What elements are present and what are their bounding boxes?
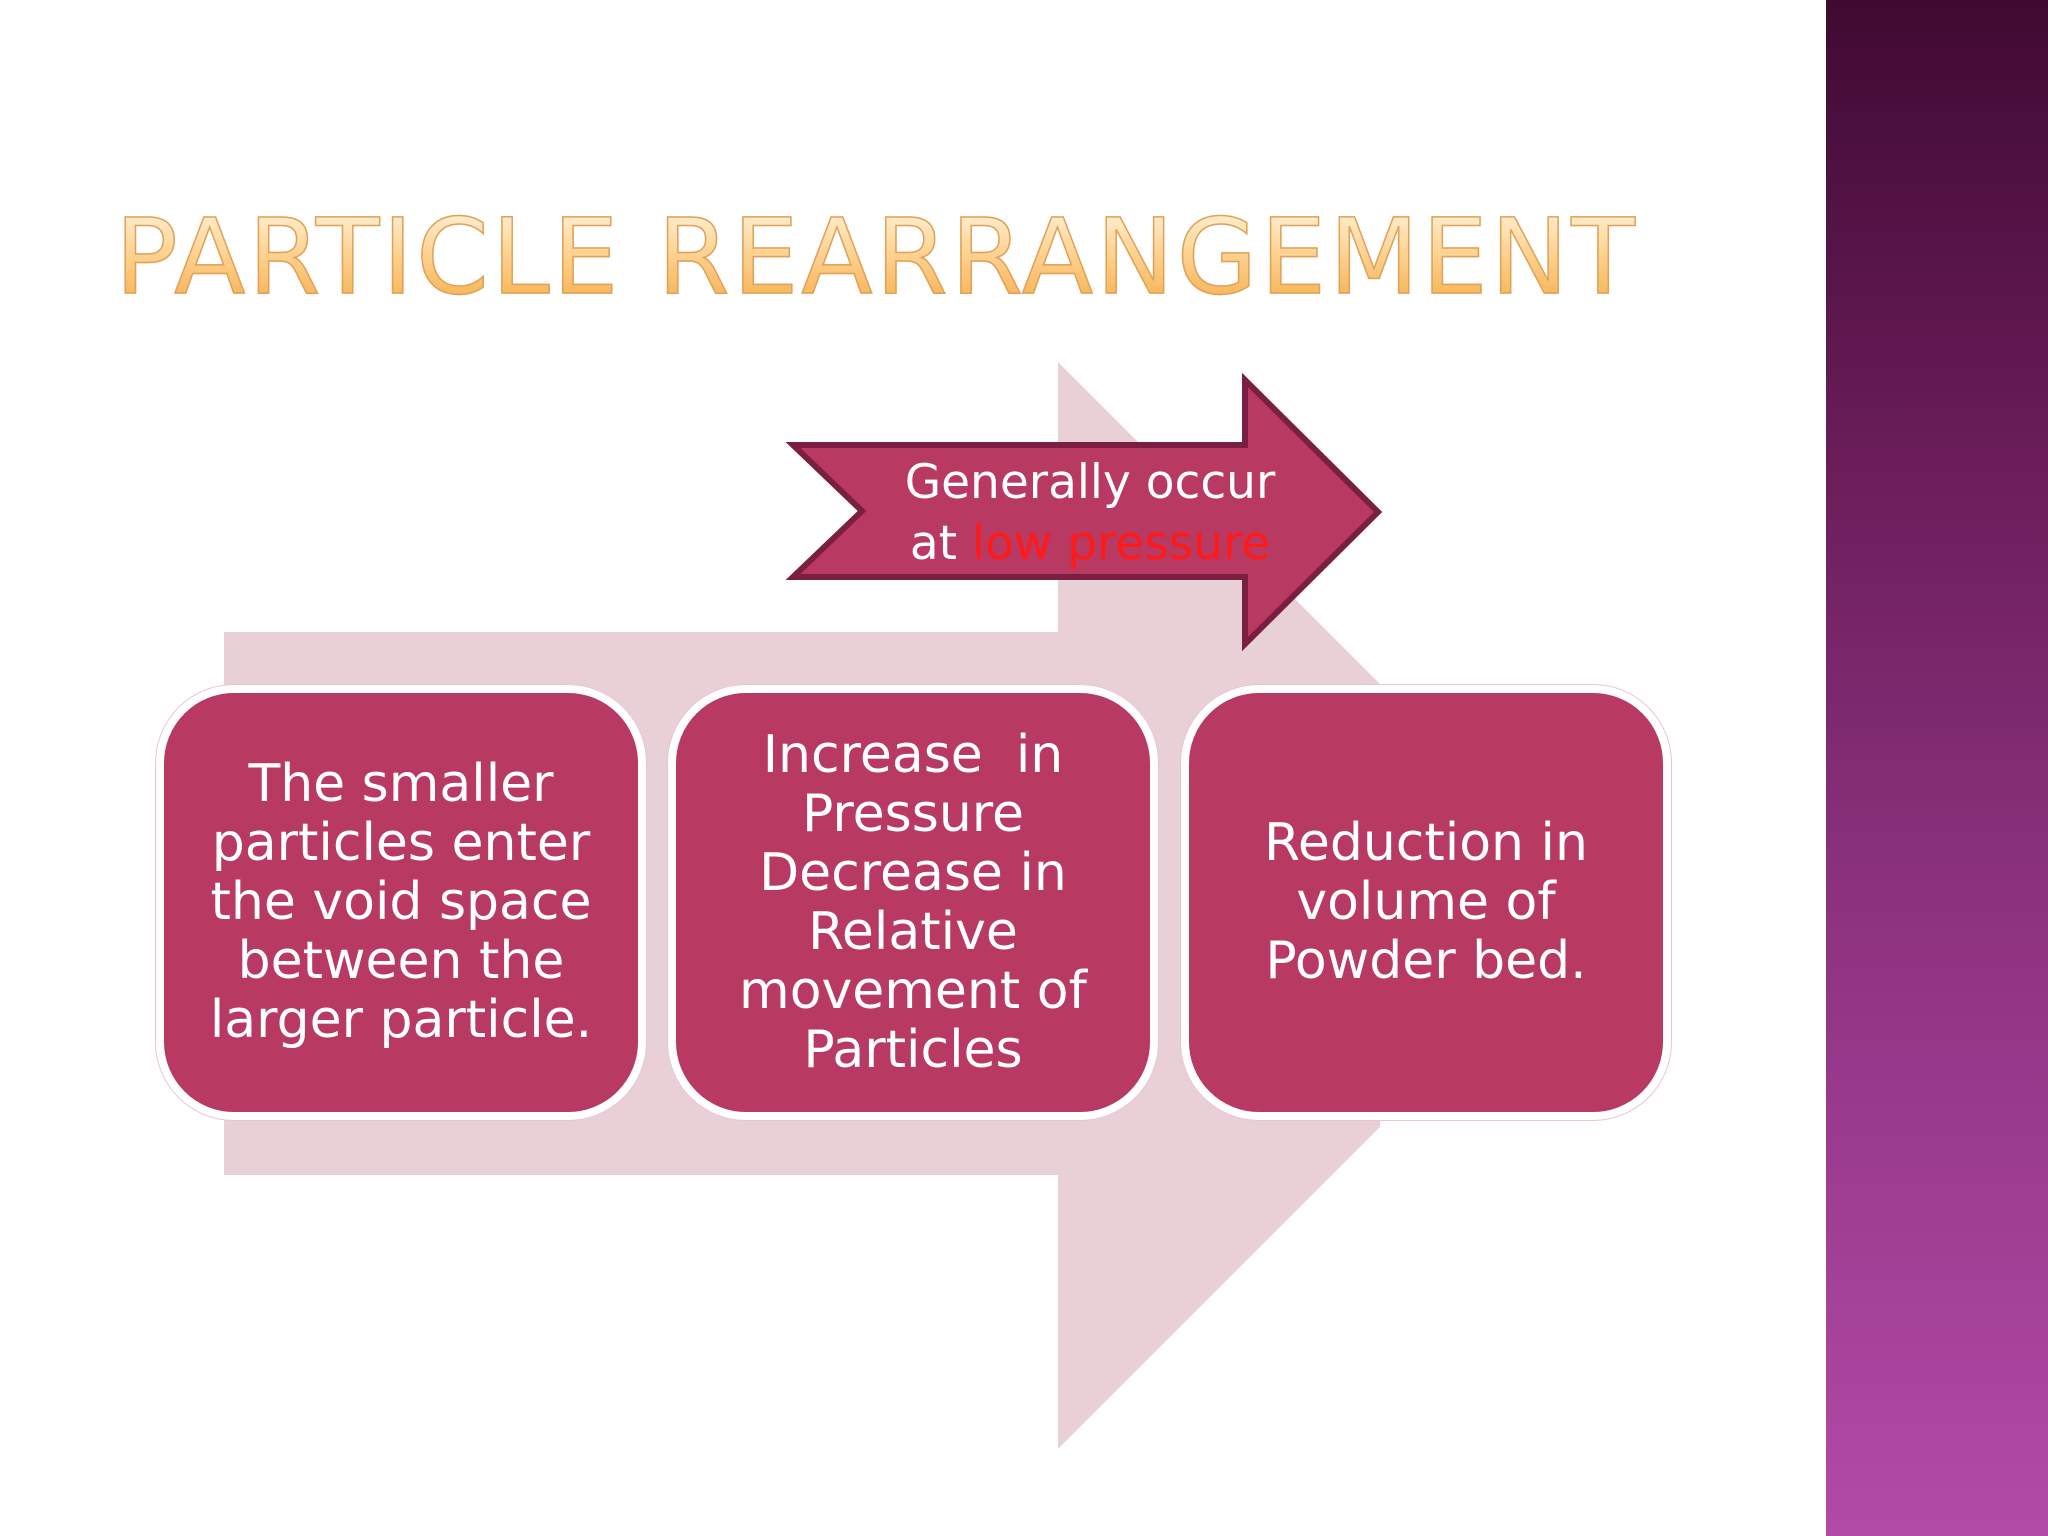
step-1-line: The smaller	[248, 754, 554, 814]
step-2-line: Relative	[808, 901, 1018, 962]
callout-arrow-shape	[785, 372, 1383, 652]
step-1-line: the void space	[210, 872, 592, 932]
callout-line-2-prefix: at	[909, 516, 972, 571]
step-3-line: volume of	[1296, 872, 1556, 932]
step-2-line: Pressure	[801, 783, 1025, 844]
step-3-line: Reduction in	[1264, 813, 1588, 873]
callout-text: Generally occur at low pressure	[850, 452, 1330, 574]
step-1-line: between the	[237, 931, 565, 991]
step-1-line: particles enter	[211, 813, 591, 873]
step-3-line: Powder bed.	[1265, 931, 1587, 991]
step-2-line: Decrease in	[759, 842, 1067, 903]
step-box-2-text: Increase in Pressure Decrease in Relativ…	[739, 724, 1087, 1080]
callout-highlight: low pressure	[971, 516, 1271, 571]
step-2-line: Particles	[803, 1019, 1023, 1080]
step-box-2: Increase in Pressure Decrease in Relativ…	[668, 685, 1158, 1120]
callout-line-2: at low pressure	[850, 513, 1330, 574]
step-2-line: Increase in	[762, 724, 1064, 785]
step-2-line: movement of	[739, 960, 1087, 1021]
step-box-3-text: Reduction in volume of Powder bed.	[1264, 814, 1588, 991]
step-box-1: The smaller particles enter the void spa…	[156, 685, 646, 1120]
step-1-line: larger particle.	[209, 990, 593, 1050]
step-box-3: Reduction in volume of Powder bed.	[1181, 685, 1671, 1120]
step-box-1-text: The smaller particles enter the void spa…	[210, 755, 592, 1050]
decorative-side-band	[1826, 0, 2048, 1536]
slide-title: PARTICLE REARRANGEMENT	[114, 196, 1638, 318]
callout-line-1: Generally occur	[904, 455, 1276, 510]
